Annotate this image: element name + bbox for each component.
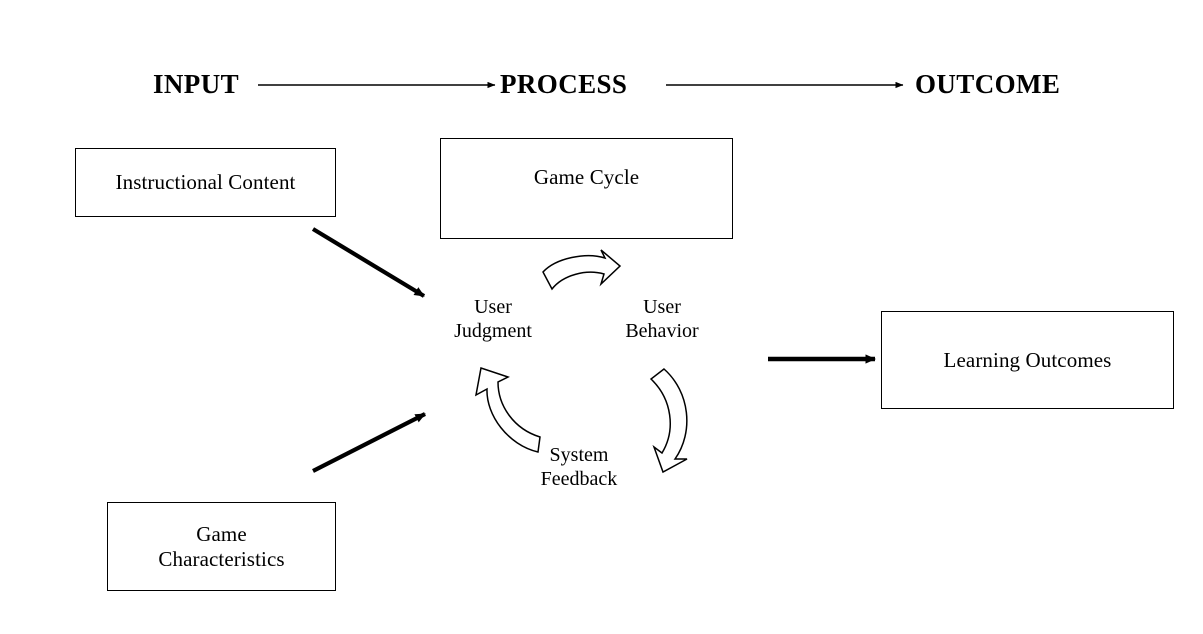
connector-instructional-content-to-cycle: [311, 227, 426, 298]
cycle-arrow-feedback-to-judgment: [474, 367, 541, 453]
box-instructional-content-label: Instructional Content: [115, 170, 296, 195]
stage-heading-input: INPUT: [153, 69, 240, 99]
stage-heading-outcome: OUTCOME: [915, 69, 1061, 99]
box-learning-outcomes-label: Learning Outcomes: [943, 347, 1112, 372]
stage-heading-process: PROCESS: [500, 69, 628, 99]
connector-game-characteristics-to-cycle: [312, 412, 426, 473]
box-game-cycle-label: Game Cycle: [533, 165, 640, 189]
cycle-arrow-judgment-to-behavior: [542, 249, 622, 291]
cycle-node-user-behavior: User Behavior: [625, 296, 699, 343]
box-learning-outcomes[interactable]: Learning Outcomes: [881, 311, 1174, 409]
cycle-node-user-judgment: User Judgment: [454, 296, 532, 343]
cycle-node-system-feedback: System Feedback: [540, 444, 618, 491]
box-game-characteristics-label: Game Characteristics: [158, 521, 285, 571]
box-game-characteristics[interactable]: Game Characteristics: [107, 502, 336, 591]
box-instructional-content[interactable]: Instructional Content: [75, 148, 336, 217]
cycle-arrow-behavior-to-feedback: [649, 368, 688, 474]
box-game-cycle[interactable]: Game Cycle: [440, 138, 733, 239]
